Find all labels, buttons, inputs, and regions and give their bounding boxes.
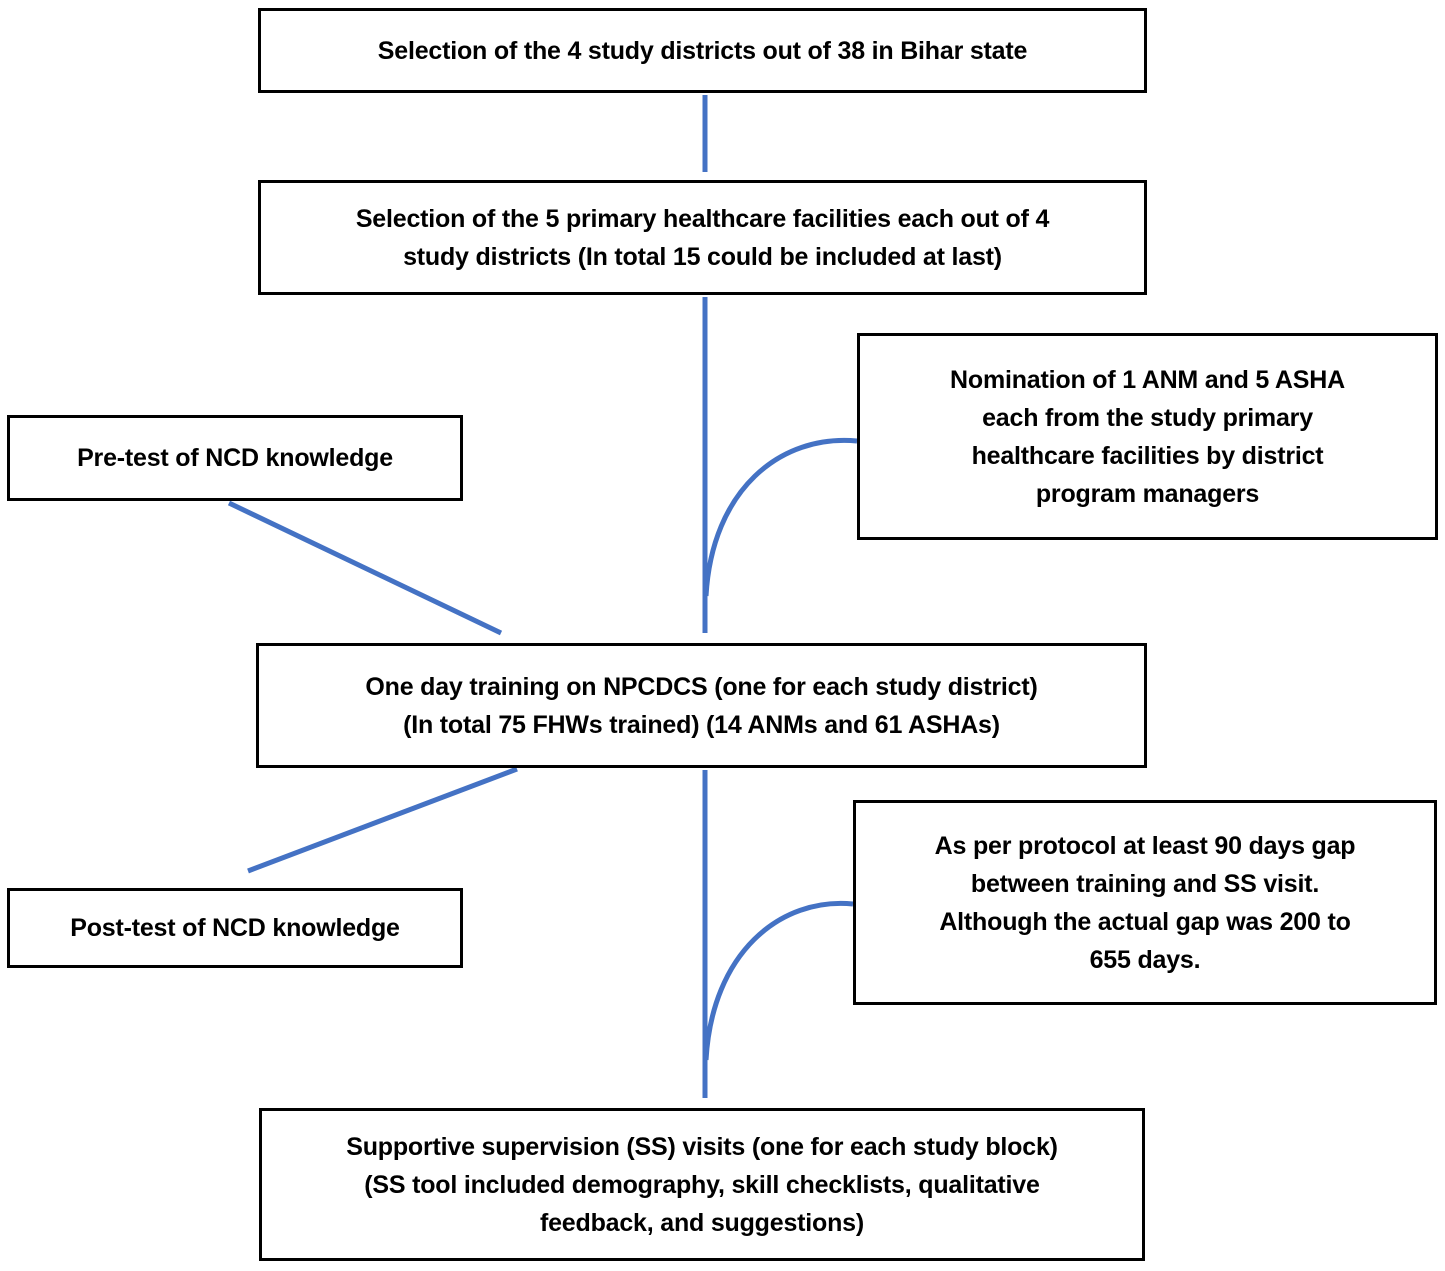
arrow-training-to-posttest — [247, 766, 518, 874]
node-supervision-visits: Supportive supervision (SS) visits (one … — [259, 1108, 1145, 1261]
node-facilities-selection: Selection of the 5 primary healthcare fa… — [258, 180, 1147, 295]
node-nomination-note: Nomination of 1 ANM and 5 ASHA each from… — [857, 333, 1438, 540]
node-protocol-gap-note: As per protocol at least 90 days gap bet… — [853, 800, 1437, 1005]
node-label: Selection of the 5 primary healthcare fa… — [355, 204, 1050, 271]
connector-protocol-to-supervision-flow — [703, 900, 854, 1061]
node-training: One day training on NPCDCS (one for each… — [256, 643, 1147, 768]
node-pretest: Pre-test of NCD knowledge — [7, 415, 463, 501]
node-label: Nomination of 1 ANM and 5 ASHA each from… — [950, 365, 1345, 508]
node-label: One day training on NPCDCS (one for each… — [365, 672, 1038, 739]
node-posttest: Post-test of NCD knowledge — [7, 888, 463, 968]
node-label: Pre-test of NCD knowledge — [77, 444, 393, 472]
connector-nomination-to-training-flow — [703, 437, 858, 597]
node-label: As per protocol at least 90 days gap bet… — [934, 831, 1356, 974]
node-label: Post-test of NCD knowledge — [70, 914, 400, 942]
node-districts-selection: Selection of the 4 study districts out o… — [258, 8, 1147, 93]
arrow-pretest-to-training — [227, 500, 503, 636]
node-label: Selection of the 4 study districts out o… — [377, 36, 1028, 65]
node-label: Supportive supervision (SS) visits (one … — [346, 1132, 1058, 1237]
